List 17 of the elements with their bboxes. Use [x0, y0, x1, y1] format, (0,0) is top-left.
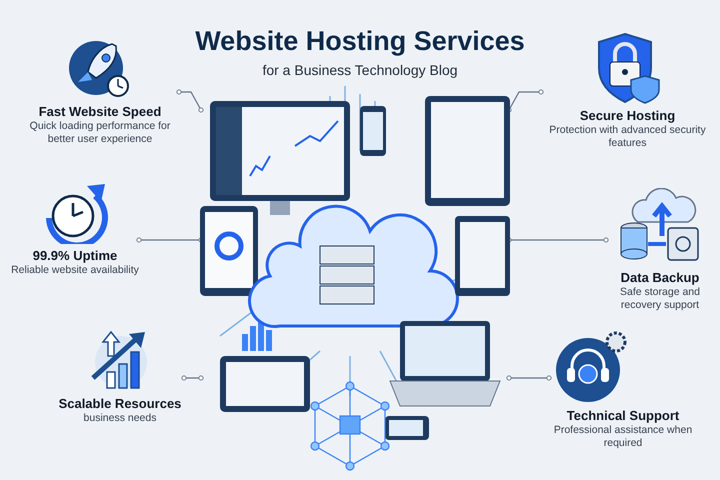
feature-heading: Data Backup	[620, 270, 700, 286]
feature-description: Safe storage and recovery support	[619, 286, 701, 312]
feature-heading: Fast Website Speed	[38, 104, 162, 120]
feature-description: Reliable website availability	[11, 264, 139, 277]
feature-heading: Scalable Resources	[58, 396, 182, 412]
feature-heading: Secure Hosting	[580, 108, 676, 124]
feature-description: Professional assistance when required	[552, 424, 694, 450]
connector-line	[506, 375, 552, 381]
connector-line	[176, 89, 204, 113]
feature-description: Protection with advanced security features	[548, 124, 707, 150]
connector-line	[181, 375, 204, 381]
feature-heading: 99.9% Uptime	[32, 248, 118, 264]
subtitle: for a Business Technology Blog	[261, 61, 459, 80]
feature-description: business needs	[84, 412, 156, 425]
feature-heading: Technical Support	[566, 408, 680, 424]
title: Website Hosting Services	[194, 28, 526, 55]
feature-description: Quick loading performance for better user experience	[28, 120, 172, 146]
